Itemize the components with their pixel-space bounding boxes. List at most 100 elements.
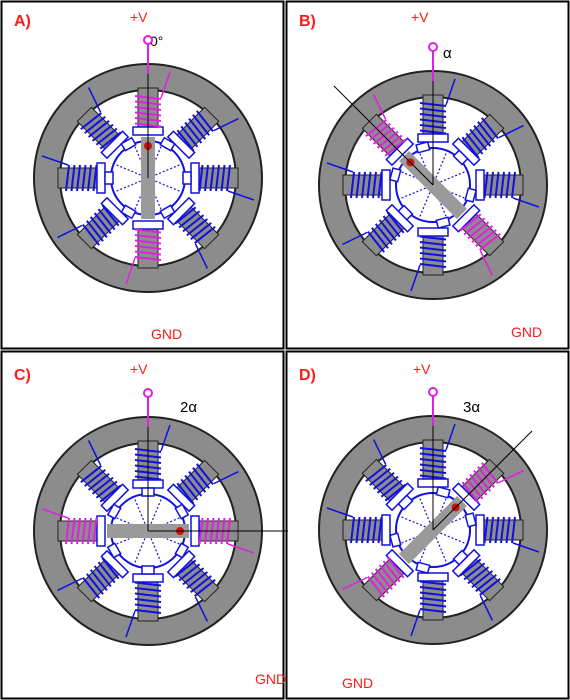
- supply-terminal: [143, 388, 153, 398]
- coil-turn: [479, 578, 501, 596]
- coil-turn: [355, 171, 361, 199]
- stator-pole: [41, 155, 106, 194]
- stator-pole: [125, 573, 164, 638]
- coil-turn: [366, 171, 372, 199]
- coil-turn: [479, 233, 501, 251]
- coil-turn: [384, 483, 407, 502]
- coil-turn: [70, 517, 76, 545]
- pole-shoe: [417, 572, 449, 582]
- panel-frame: [0, 0, 285, 350]
- pole-shoe: [475, 514, 485, 546]
- coil-turn: [469, 128, 488, 151]
- coil-turn: [97, 208, 116, 231]
- coil-turn: [380, 479, 403, 498]
- stator-pole: [410, 227, 449, 292]
- coil-turn: [87, 472, 110, 491]
- gnd-label: GND: [342, 675, 373, 691]
- angle-label: 0°: [150, 33, 163, 49]
- coil-turn: [366, 516, 372, 544]
- coil-turn: [419, 608, 447, 613]
- rotor-tooth: [464, 187, 478, 203]
- coil-turn: [134, 250, 162, 256]
- stator-pole: [326, 507, 391, 546]
- pole-shoe: [96, 515, 106, 547]
- coil-turn: [82, 224, 100, 246]
- coil-turn: [180, 125, 199, 148]
- coil-turn: [505, 516, 511, 544]
- coil-turn: [93, 212, 112, 235]
- rotor-tooth: [106, 542, 122, 559]
- coil-turn: [467, 566, 490, 585]
- coil-turn: [134, 581, 162, 587]
- coil-turn: [182, 567, 205, 586]
- coil-turn: [80, 465, 102, 483]
- stator-pole: [475, 169, 540, 208]
- coil-turn: [419, 235, 447, 241]
- stator-pole: [342, 548, 415, 602]
- coil-lead: [372, 94, 387, 120]
- coil-turn: [178, 563, 201, 582]
- stator-pole: [57, 196, 130, 250]
- coil-turn: [65, 164, 70, 192]
- coil-lead: [87, 440, 102, 466]
- coil-lead: [410, 264, 421, 292]
- coil-turn: [372, 471, 395, 490]
- coil-lead: [445, 78, 456, 106]
- coil-turn: [220, 164, 226, 192]
- coil-turn: [419, 597, 447, 602]
- panel-b: B) +V GND α: [285, 0, 570, 350]
- angle-label: 3α: [463, 399, 480, 416]
- panel-label: D): [299, 367, 316, 384]
- coil-turn: [467, 221, 490, 240]
- coil-turn: [134, 592, 162, 598]
- coil-turn: [84, 469, 106, 487]
- coil-lead: [342, 231, 368, 246]
- supply-terminal: [428, 42, 438, 52]
- gnd-label: GND: [151, 326, 182, 342]
- coil-lead: [445, 423, 456, 451]
- coil-turn: [91, 476, 114, 495]
- coil-lead: [57, 224, 83, 239]
- coil-lead: [410, 609, 421, 637]
- coil-turn: [361, 171, 366, 199]
- coil-turn: [76, 517, 81, 545]
- coil-lead: [194, 243, 209, 269]
- coil-turn: [134, 234, 162, 239]
- coil-turn: [82, 577, 100, 599]
- coil-turn: [176, 482, 195, 505]
- panel-label: A): [14, 13, 31, 30]
- coil-turn: [99, 484, 122, 503]
- stator-pole: [166, 459, 239, 513]
- coil-lead: [512, 197, 540, 208]
- pole-shoe: [385, 548, 415, 578]
- coil-lead: [479, 250, 494, 276]
- coil-turn: [226, 164, 231, 192]
- coil-turn: [481, 117, 499, 139]
- angle-label: 2α: [180, 399, 197, 416]
- coil-turn: [511, 171, 516, 199]
- coil-turn: [101, 557, 120, 580]
- coil-turn: [190, 222, 212, 240]
- stator-pole: [41, 508, 106, 547]
- panel-c: C) +V GND 2α: [0, 350, 288, 700]
- supply-terminal: [428, 387, 438, 397]
- coil-lead: [125, 610, 136, 638]
- coil-turn: [463, 562, 486, 581]
- coil-turn: [134, 228, 162, 234]
- coil-lead: [160, 424, 171, 452]
- coil-lead: [41, 508, 69, 519]
- pole-shoe: [166, 130, 196, 160]
- coil-turn: [419, 246, 447, 252]
- pole-shoe: [100, 483, 130, 513]
- coil-turn: [87, 164, 92, 192]
- coil-turn: [378, 219, 397, 242]
- coil-turn: [461, 136, 480, 159]
- panel-frame: [285, 350, 570, 700]
- coil-turn: [371, 572, 389, 594]
- coil-turn: [483, 171, 489, 199]
- supply-label: +V: [130, 9, 148, 25]
- coil-lead: [160, 71, 171, 99]
- coil-lead: [479, 595, 494, 621]
- coil-turn: [186, 218, 209, 237]
